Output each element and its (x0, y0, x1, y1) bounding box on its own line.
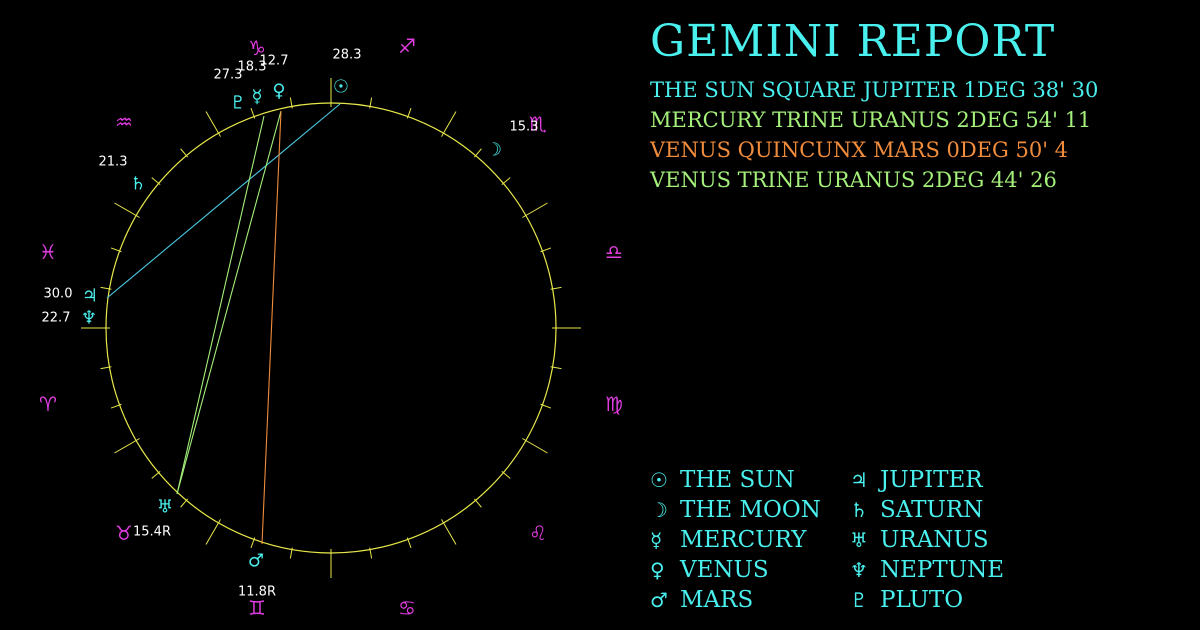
scorpio-icon: ♏ (529, 112, 547, 136)
wheel-tick (522, 202, 548, 218)
capricorn-icon: ♑ (248, 36, 266, 60)
wheel-tick (522, 438, 548, 454)
legend-label: THE SUN (680, 467, 795, 493)
planet-degree-labels: 28.3 12.718.327.3 21.3 30.0 22.7 15.4R 11.8R 15… (42, 48, 539, 600)
moon-planet-icon: ☽ (486, 140, 502, 161)
saturn-icon: ♄ (850, 498, 868, 522)
wheel-tick (205, 111, 221, 137)
aspect-line-venus-uranus (176, 110, 282, 495)
pluto-degree-label: 27.3 (214, 68, 243, 83)
wheel-tick (205, 519, 221, 545)
leo-icon: ♌ (529, 521, 547, 545)
legend-mars: ♂ MARS (650, 587, 753, 613)
saturn-planet-icon: ♄ (130, 174, 146, 195)
legend-label: MERCURY (680, 527, 807, 553)
venus-planet-icon: ♀ (272, 81, 285, 102)
wheel-tick (441, 519, 457, 545)
libra-icon: ♎ (605, 240, 623, 264)
neptune-degree-label: 22.7 (42, 311, 71, 326)
aspect-sun-square-jupiter: THE SUN SQUARE JUPITER 1DEG 38' 30 (650, 78, 1099, 102)
mars-icon: ♂ (650, 588, 668, 612)
aspect-line-mercury-uranus (176, 115, 265, 495)
legend-sun: ☉ THE SUN (650, 467, 795, 493)
legend-label: JUPITER (880, 467, 983, 493)
jupiter-degree-label: 30.0 (44, 287, 73, 302)
legend-venus: ♀ VENUS (650, 557, 769, 583)
moon-icon: ☽ (650, 498, 668, 522)
neptune-icon: ♆ (850, 558, 868, 582)
taurus-icon: ♉ (115, 521, 133, 545)
virgo-icon: ♍ (605, 392, 623, 416)
wheel-tick (114, 438, 140, 454)
legend-label: VENUS (680, 557, 769, 583)
sun-icon: ☉ (650, 468, 668, 492)
legend-uranus: ♅ URANUS (850, 527, 989, 553)
jupiter-icon: ♃ (850, 468, 868, 492)
uranus-degree-label: 15.4R (133, 525, 171, 540)
legend-neptune: ♆ NEPTUNE (850, 557, 1004, 583)
saturn-degree-label: 21.3 (99, 155, 128, 170)
venus-degree-label: 12.7 (260, 54, 289, 69)
gemini-icon: ♊ (248, 596, 266, 620)
wheel-circle (105, 102, 557, 554)
legend-label: SATURN (880, 497, 984, 523)
zodiac-signs: ♑ ♐ ♏ ♎ ♍ ♌ ♋ ♊ ♉ ♈ ♓ ♒ (39, 34, 623, 620)
report-title: GEMINI REPORT (650, 16, 1056, 67)
legend-label: NEPTUNE (880, 557, 1005, 583)
aspect-venus-quincunx-mars: VENUS QUINCUNX MARS 0DEG 50' 4 (650, 138, 1069, 162)
natal-chart-wheel: ♑ ♐ ♏ ♎ ♍ ♌ ♋ ♊ ♉ ♈ ♓ ♒ ☉ ♀ ☿♇ ♄ ♃♆ ♅ ♂ ☽ 28.3 12.718.327.3… (39, 34, 623, 620)
aspect-line-sun-jupiter (106, 103, 341, 299)
sun-planet-icon: ☉ (333, 77, 349, 98)
uranus-icon: ♅ (850, 528, 868, 552)
legend-label: MARS (680, 587, 754, 613)
pluto-icon: ♇ (850, 588, 868, 612)
wheel-tick (114, 202, 140, 218)
neptune-planet-icon: ♆ (81, 308, 97, 329)
legend-pluto: ♇ PLUTO (850, 587, 963, 613)
sun-degree-label: 28.3 (333, 48, 362, 63)
aspect-venus-trine-uranus: VENUS TRINE URANUS 2DEG 44' 26 (650, 168, 1057, 192)
legend-moon: ☽ THE MOON (650, 497, 821, 523)
jupiter-planet-icon: ♃ (82, 286, 98, 307)
legend-jupiter: ♃ JUPITER (850, 467, 983, 493)
legend-label: THE MOON (680, 497, 821, 523)
mars-planet-icon: ♂ (248, 551, 264, 572)
mercury-planet-icon: ☿ (251, 87, 262, 108)
legend-label: URANUS (880, 527, 989, 553)
aspect-line-venus-mars (261, 110, 282, 545)
venus-icon: ♀ (650, 558, 665, 582)
aspect-lines (106, 103, 341, 545)
uranus-planet-icon: ♅ (157, 497, 173, 518)
legend-label: PLUTO (880, 587, 964, 613)
mercury-icon: ☿ (650, 528, 663, 552)
aspect-mercury-trine-uranus: MERCURY TRINE URANUS 2DEG 54' 11 (650, 108, 1092, 132)
wheel-tick (441, 111, 457, 137)
sagittarius-icon: ♐ (398, 34, 416, 58)
legend-saturn: ♄ SATURN (850, 497, 983, 523)
aquarius-icon: ♒ (115, 110, 133, 134)
mars-degree-label: 11.8R (238, 585, 276, 600)
moon-degree-label: 15.3 (510, 120, 539, 135)
mercury-degree-label: 18.3 (238, 60, 267, 75)
legend-mercury: ☿ MERCURY (650, 527, 806, 553)
cancer-icon: ♋ (398, 596, 416, 620)
planet-glyphs: ☉ ♀ ☿♇ ♄ ♃♆ ♅ ♂ ☽ (81, 77, 502, 572)
pluto-planet-icon: ♇ (230, 93, 246, 114)
aries-icon: ♈ (39, 392, 57, 416)
pisces-icon: ♓ (39, 240, 57, 264)
